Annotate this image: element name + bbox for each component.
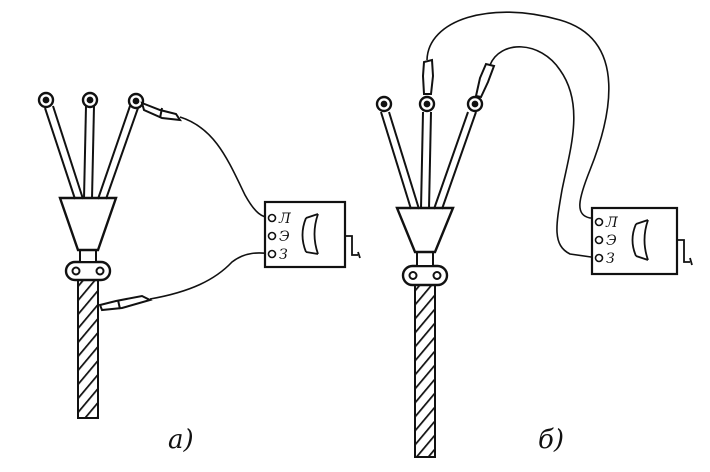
diagram-b	[375, 11, 693, 458]
lead-line-a	[179, 116, 273, 219]
lead-ground-b	[489, 46, 599, 259]
cable-body-b	[414, 281, 436, 458]
test-clip-right-b	[474, 62, 496, 99]
megger-b-terminal-screen: Э	[606, 233, 617, 249]
cable-cores-b	[380, 111, 477, 210]
megger-dial-a	[301, 213, 319, 255]
test-clip-ground-a	[98, 294, 153, 312]
megger-box-a	[263, 200, 347, 269]
cable-cores-a	[44, 105, 139, 200]
cable-cone-a	[58, 196, 118, 252]
megger-a-terminal-ground: З	[279, 247, 288, 263]
megger-a-terminal-screen: Э	[279, 229, 290, 245]
caption-a: а)	[168, 425, 194, 455]
megger-box-b	[590, 206, 679, 276]
core-lugs-a	[37, 91, 145, 110]
megger-a-terminal-line: Л	[278, 211, 291, 227]
cable-body-a	[77, 277, 99, 419]
megger-crank-b	[677, 239, 693, 266]
megger-crank-a	[345, 235, 361, 259]
diagram-a	[37, 91, 361, 419]
core-lugs-b	[375, 95, 484, 113]
megger-b	[590, 206, 693, 276]
cable-cone-b	[395, 206, 455, 254]
test-clip-line-a	[140, 101, 183, 122]
megger-b-terminal-line: Л	[605, 215, 618, 231]
megger-b-terminal-ground: З	[606, 251, 615, 267]
megger-dial-b	[631, 219, 649, 261]
caption-b: б)	[538, 425, 564, 455]
lead-line-b	[426, 11, 610, 219]
test-clip-middle-b	[421, 58, 435, 95]
megger-a	[263, 200, 361, 269]
lead-ground-a	[149, 252, 273, 300]
